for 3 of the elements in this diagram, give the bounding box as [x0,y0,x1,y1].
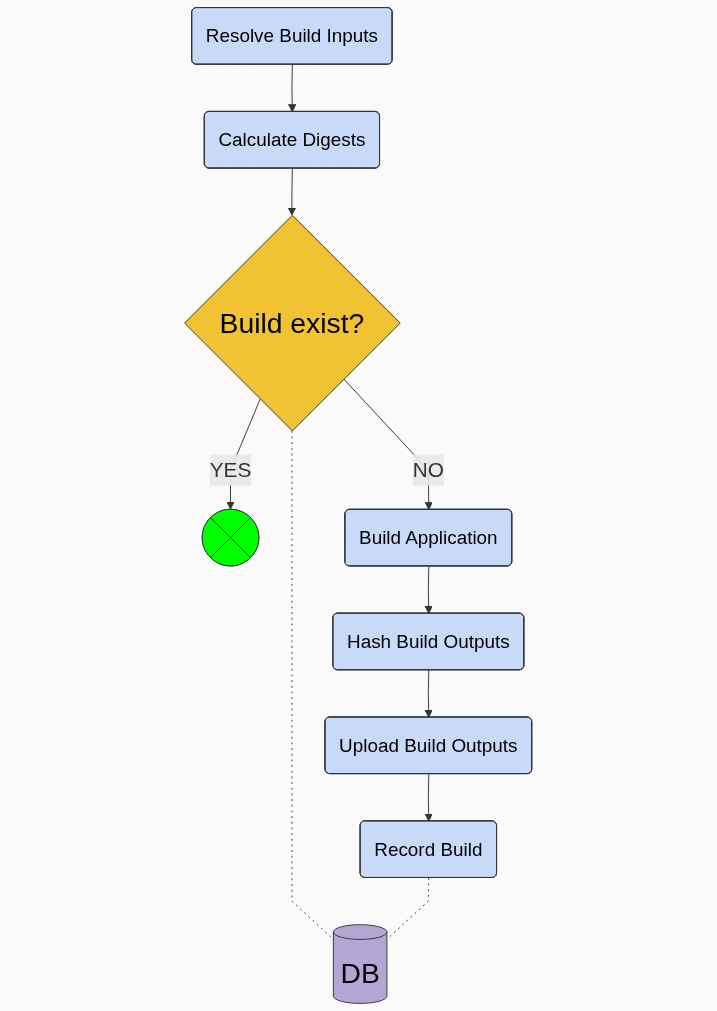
edge-label: YES [210,458,252,482]
node-diamond: Build exist? [184,214,402,432]
edge-label: NO [413,458,445,482]
